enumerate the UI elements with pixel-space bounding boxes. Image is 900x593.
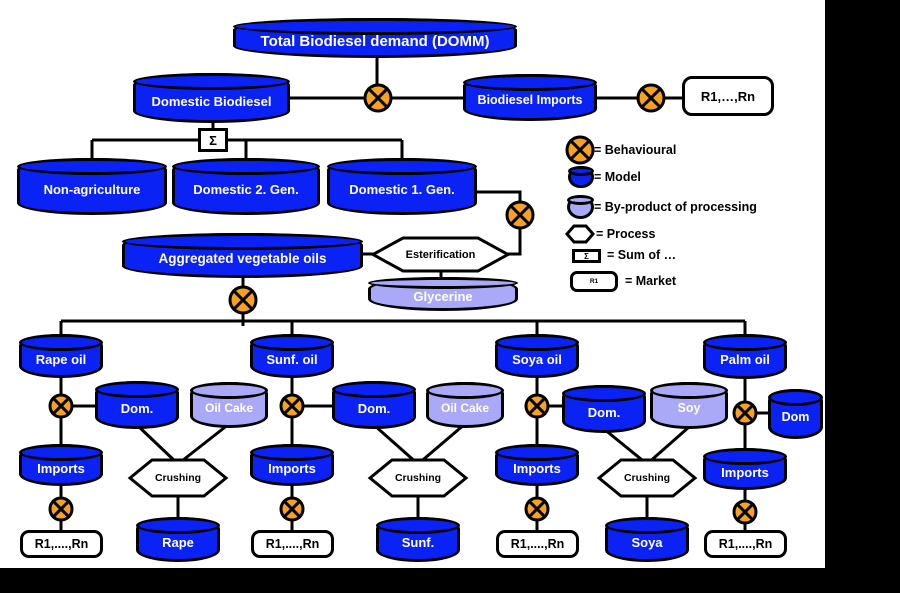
behavioural-icon [279,393,305,419]
market-label: R1,....,Rn [34,537,89,551]
node-label: Imports [37,460,85,476]
behavioural-icon [48,393,74,419]
node-label: Soya [631,535,663,551]
node-label: Dom. [587,404,621,420]
node-label: Biodiesel Imports [477,93,583,108]
cylinder-palm-dom: Dom [768,389,823,439]
behavioural-icon [524,393,550,419]
cylinder-domestic-2gen: Domestic 2. Gen. [172,158,320,215]
legend-process-label: = Process [596,227,656,241]
behavioural-icon [636,83,666,113]
sum-symbol: Σ [209,132,217,148]
legend-market-symbol: R1 [589,278,599,285]
node-label: Palm oil [720,352,770,368]
market-box-biodiesel-imports: R1,…,Rn [682,76,774,116]
market-label: R1,…,Rn [700,88,756,104]
market-label: R1,....,Rn [718,537,773,551]
market-box-sunf: R1,....,Rn [251,530,334,558]
cylinder-rape-seed: Rape [136,517,220,562]
market-box-palm: R1,....,Rn [704,530,787,558]
legend-sum-label: = Sum of … [607,248,677,262]
behavioural-icon [505,200,535,230]
cylinder-sunf-imports: Imports [250,444,334,486]
node-label: Glycerine [413,288,473,304]
cylinder-soya-imports: Imports [495,444,579,486]
cylinder-sunf-dom: Dom. [332,381,416,429]
node-label: Aggregated vegetable oils [158,250,327,266]
legend-market-label: = Market [625,274,677,288]
cylinder-biodiesel-imports: Biodiesel Imports [463,74,597,121]
behavioural-icon [363,83,393,113]
node-label: Dom. [120,400,154,416]
cylinder-rape-dom: Dom. [95,381,179,429]
node-label: Rape [162,535,194,551]
market-box-rape: R1,....,Rn [20,530,103,558]
cylinder-sunf-oil-cake: Oil Cake [426,382,504,428]
behavioural-icon [279,496,305,522]
node-label: Imports [268,460,316,476]
cylinder-domestic-1gen: Domestic 1. Gen. [327,158,477,215]
crushing-hexagon-rape [127,458,229,498]
cylinder-soya-dom: Dom. [562,385,646,433]
crushing-hexagon-sunf [367,458,469,498]
node-label: Soy [677,401,701,416]
cylinder-palm-imports: Imports [703,448,787,490]
cylinder-sunf-oil: Sunf. oil [250,334,334,378]
market-label: R1,....,Rn [265,537,320,551]
legend-behavioural-label: = Behavioural [594,143,677,157]
node-label: Imports [513,460,561,476]
cylinder-palm-oil: Palm oil [703,334,787,379]
cylinder-domestic-biodiesel: Domestic Biodiesel [133,73,290,123]
cylinder-glycerine: Glycerine [368,277,518,311]
cylinder-total-biodiesel-demand: Total Biodiesel demand (DOMM) [233,18,517,58]
legend-sum-symbol: Σ [584,251,589,261]
crushing-hexagon-soya [596,458,698,498]
node-label: Oil Cake [204,401,254,416]
market-label: R1,....,Rn [510,537,565,551]
behavioural-icon [732,400,758,426]
behavioural-icon [524,496,550,522]
cylinder-soya-seed: Soya [605,517,689,562]
sum-box: Σ [198,128,228,152]
node-label: Dom. [357,400,391,416]
legend-behavioural-icon [565,135,595,165]
legend-byproduct-icon [567,195,594,219]
legend-byproduct-label: = By-product of processing [594,200,757,214]
node-label: Sunf. [401,535,435,551]
cylinder-non-agriculture: Non-agriculture [17,158,167,215]
node-label: Total Biodiesel demand (DOMM) [260,32,490,50]
connector-layer [48,40,772,535]
diagram-background: Total Biodiesel demand (DOMM) Domestic B… [0,0,825,568]
node-label: Domestic 1. Gen. [349,182,455,198]
node-label: Sunf. oil [266,351,318,367]
market-box-soya: R1,....,Rn [496,530,579,558]
behavioural-icon [732,499,758,525]
behavioural-icon [48,496,74,522]
legend-model-label: = Model [594,170,641,184]
cylinder-soy-cake: Soy [650,382,728,429]
cylinder-soya-oil: Soya oil [495,334,579,378]
node-label: Soya oil [512,351,562,367]
cylinder-aggregated-vegetable-oils: Aggregated vegetable oils [122,233,363,278]
behavioural-icon [228,285,258,315]
node-label: Oil Cake [440,401,490,416]
legend-model-icon [568,166,594,188]
legend-market-icon: R1 [570,271,618,292]
legend-sum-icon: Σ [572,249,601,263]
node-label: Dom [781,409,810,424]
node-label: Domestic 2. Gen. [193,182,299,198]
node-label: Rape oil [35,351,87,367]
cylinder-rape-oil-cake: Oil Cake [190,382,268,428]
cylinder-sunf-seed: Sunf. [376,517,460,562]
legend-process-icon [565,224,595,244]
connector-lines [59,40,772,535]
cylinder-rape-imports: Imports [19,444,103,486]
esterification-hexagon [369,236,512,273]
node-label: Imports [721,464,769,480]
cylinder-rape-oil: Rape oil [19,334,103,378]
node-label: Non-agriculture [43,182,141,198]
node-label: Domestic Biodiesel [151,93,272,109]
